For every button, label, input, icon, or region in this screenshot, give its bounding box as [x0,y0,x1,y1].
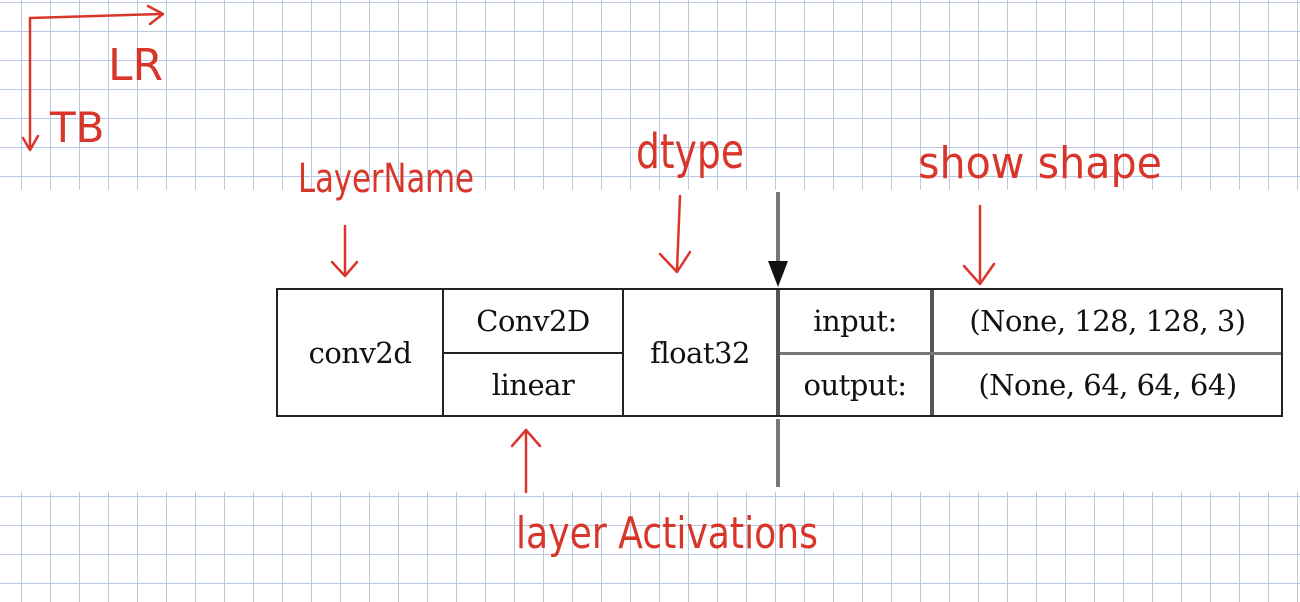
layer-class-cell: Conv2D [444,290,622,352]
layer-name-cell: conv2d [278,290,442,415]
input-shape-text: (None, 128, 128, 3) [969,304,1246,338]
output-label-text: output: [803,368,907,402]
input-shape-cell: (None, 128, 128, 3) [934,290,1281,352]
divider [444,352,622,354]
outgoing-edge [776,419,780,487]
divider [780,352,1281,355]
incoming-edge [776,192,780,264]
divider [776,290,780,415]
output-shape-text: (None, 64, 64, 64) [978,368,1237,402]
dtype-cell: float32 [624,290,776,415]
layer-node-conv2d[interactable]: conv2d Conv2D linear float32 input: outp… [276,288,1283,417]
divider [442,290,444,415]
input-label-cell: input: [780,290,930,352]
layer-activation-text: linear [491,367,575,402]
dtype-text: float32 [650,335,750,370]
grid-background-top [0,0,1300,190]
output-label-cell: output: [780,355,930,415]
grid-background-bottom [0,492,1300,602]
input-label-text: input: [813,304,897,338]
diagram-canvas [0,190,1300,492]
layer-name-text: conv2d [308,335,412,370]
layer-activation-cell: linear [444,354,622,415]
output-shape-cell: (None, 64, 64, 64) [934,355,1281,415]
divider [622,290,624,415]
incoming-arrowhead [768,261,788,287]
layer-class-text: Conv2D [476,304,590,338]
